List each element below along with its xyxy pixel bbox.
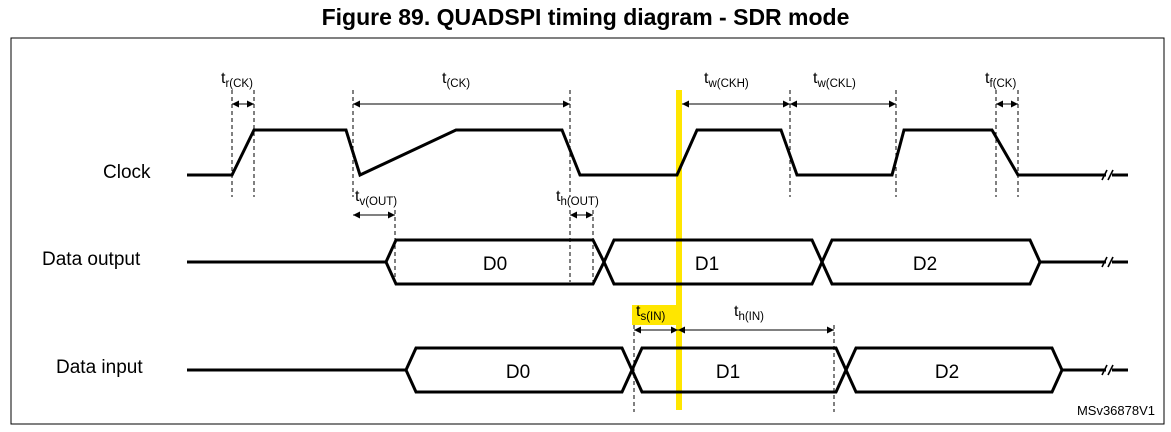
clock-break-icon [1101, 169, 1114, 181]
timing-label-th-in: th(IN) [734, 303, 764, 323]
clock-waveform [187, 128, 1106, 178]
timing-label-tf-ck: tf(CK) [985, 70, 1016, 90]
data-output-cell-d1: D1 [695, 254, 719, 275]
data-input-break-icon [1101, 364, 1114, 376]
signal-label-clock: Clock [103, 162, 151, 183]
data-output-cell-d0: D0 [483, 254, 507, 275]
data-input-waveform [187, 346, 1128, 394]
data-output-waveform [187, 238, 1128, 286]
data-output-cell-d2: D2 [913, 254, 937, 275]
timing-label-tr-ck: tr(CK) [221, 70, 253, 90]
timing-label-tv-out: tv(OUT) [355, 188, 397, 208]
timing-label-th-out: th(OUT) [556, 188, 599, 208]
data-input-cell-d1: D1 [716, 362, 740, 383]
data-input-cell-d2: D2 [935, 362, 959, 383]
timing-label-t-ck: t(CK) [442, 70, 470, 90]
diagram-frame [10, 37, 1165, 425]
signal-label-data-output: Data output [42, 249, 141, 270]
timing-label-ts-in: ts(IN) [636, 303, 666, 323]
data-output-break-icon [1101, 256, 1114, 268]
timing-label-tw-ckh: tw(CKH) [704, 70, 749, 90]
highlight-bar [676, 90, 682, 410]
figure-tag: MSv36878V1 [1077, 403, 1155, 418]
data-input-cell-d0: D0 [506, 362, 530, 383]
highlight-label-bg [632, 305, 681, 325]
arrow-heads [232, 100, 1018, 334]
timing-label-tw-ckl: tw(CKL) [813, 70, 856, 90]
figure-title: Figure 89. QUADSPI timing diagram - SDR … [321, 4, 850, 30]
signal-label-data-input: Data input [56, 357, 143, 378]
